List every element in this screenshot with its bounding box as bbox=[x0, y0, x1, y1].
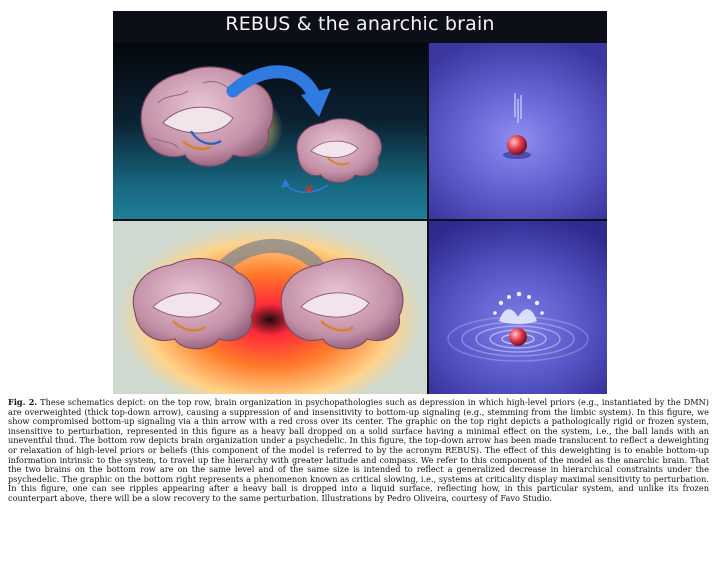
right-brain-icon bbox=[280, 258, 404, 350]
figure-caption: Fig. 2. These schematics depict: on the … bbox=[8, 397, 709, 504]
caption-label: Fig. 2. bbox=[8, 397, 38, 407]
motion-lines-icon bbox=[514, 93, 522, 123]
red-cross-icon bbox=[305, 185, 313, 193]
ball-icon bbox=[509, 328, 527, 346]
large-brain-icon bbox=[140, 66, 283, 167]
rebus-figure: REBUS & the anarchic brain bbox=[113, 11, 607, 394]
ball-icon bbox=[507, 135, 527, 155]
translucent-arrow-icon bbox=[216, 239, 325, 274]
splash-icon bbox=[493, 291, 544, 324]
panel-frozen-system bbox=[429, 43, 607, 219]
panel-critical-slowing bbox=[429, 221, 607, 394]
left-brain-icon bbox=[132, 258, 256, 350]
panel-depression-brains bbox=[113, 43, 427, 219]
bottom-up-arrowhead-icon bbox=[281, 179, 290, 188]
top-down-arrow-icon bbox=[226, 65, 320, 100]
caption-text: These schematics depict: on the top row,… bbox=[8, 397, 709, 503]
figure-title: REBUS & the anarchic brain bbox=[225, 13, 495, 35]
small-brain-icon bbox=[296, 118, 382, 183]
panel-psychedelic-brains bbox=[113, 221, 427, 394]
top-down-arrowhead-icon bbox=[301, 88, 331, 117]
